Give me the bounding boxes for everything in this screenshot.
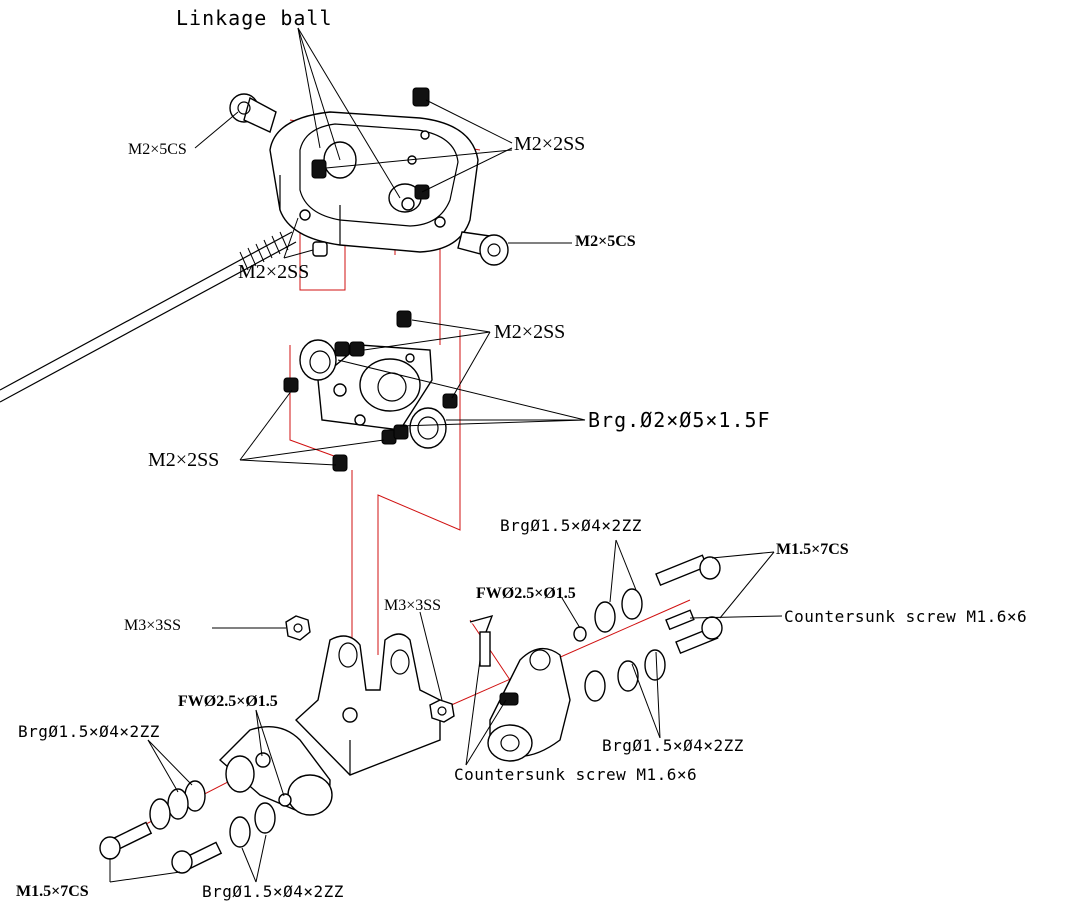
right-screws — [655, 554, 723, 655]
right-swing-arm — [487, 647, 571, 762]
label-m3x3ss-left: M3×3SS — [124, 617, 182, 634]
cap-screw-right — [457, 231, 509, 266]
label-m2x5cs-right: M2×5CS — [575, 233, 636, 250]
cap-screw-top-left — [229, 93, 277, 133]
left-screws — [99, 821, 223, 874]
middle-set-screws — [283, 310, 458, 472]
top-yoke-housing — [269, 111, 479, 253]
label-countersunk-right: Countersunk screw M1.6×6 — [784, 607, 1028, 626]
label-countersunk-bottom: Countersunk screw M1.6×6 — [454, 765, 698, 784]
label-m3x3ss-center: M3×3SS — [384, 597, 442, 614]
countersunk-screw — [469, 614, 494, 667]
label-m2x2ss-mid-left: M2×2SS — [148, 449, 220, 471]
pushrod — [0, 231, 297, 403]
label-bearing-right-top: BrgØ1.5×Ø4×2ZZ — [500, 516, 642, 535]
leader-lines — [109, 27, 783, 883]
label-linkage-ball: Linkage ball — [176, 6, 333, 30]
label-bearing-left-top: BrgØ1.5×Ø4×2ZZ — [18, 722, 160, 741]
clevis-base — [294, 633, 441, 776]
label-fw-right: FWØ2.5×Ø1.5 — [476, 585, 576, 602]
label-m2x2ss-top-right: M2×2SS — [514, 133, 586, 155]
right-bearings-group — [573, 588, 666, 702]
middle-bearings — [299, 339, 447, 449]
label-m2x2ss-top-left: M2×2SS — [238, 261, 310, 283]
nuts — [285, 615, 455, 723]
label-bearing-left-bottom: BrgØ1.5×Ø4×2ZZ — [202, 882, 344, 901]
left-swing-arm — [218, 726, 333, 816]
label-m15x7cs-right: M1.5×7CS — [776, 541, 849, 558]
label-bearing-2x5: Brg.Ø2×Ø5×1.5F — [588, 408, 771, 432]
left-bearings-group — [149, 780, 276, 848]
label-m2x2ss-mid-right: M2×2SS — [494, 321, 566, 343]
label-fw-left: FWØ2.5×Ø1.5 — [178, 693, 278, 710]
top-set-screws — [311, 87, 430, 257]
label-m2x5cs-top-left: M2×5CS — [128, 141, 187, 158]
middle-swash-block — [317, 344, 433, 431]
label-bearing-right-bottom: BrgØ1.5×Ø4×2ZZ — [602, 736, 744, 755]
label-m15x7cs-left: M1.5×7CS — [16, 883, 89, 900]
